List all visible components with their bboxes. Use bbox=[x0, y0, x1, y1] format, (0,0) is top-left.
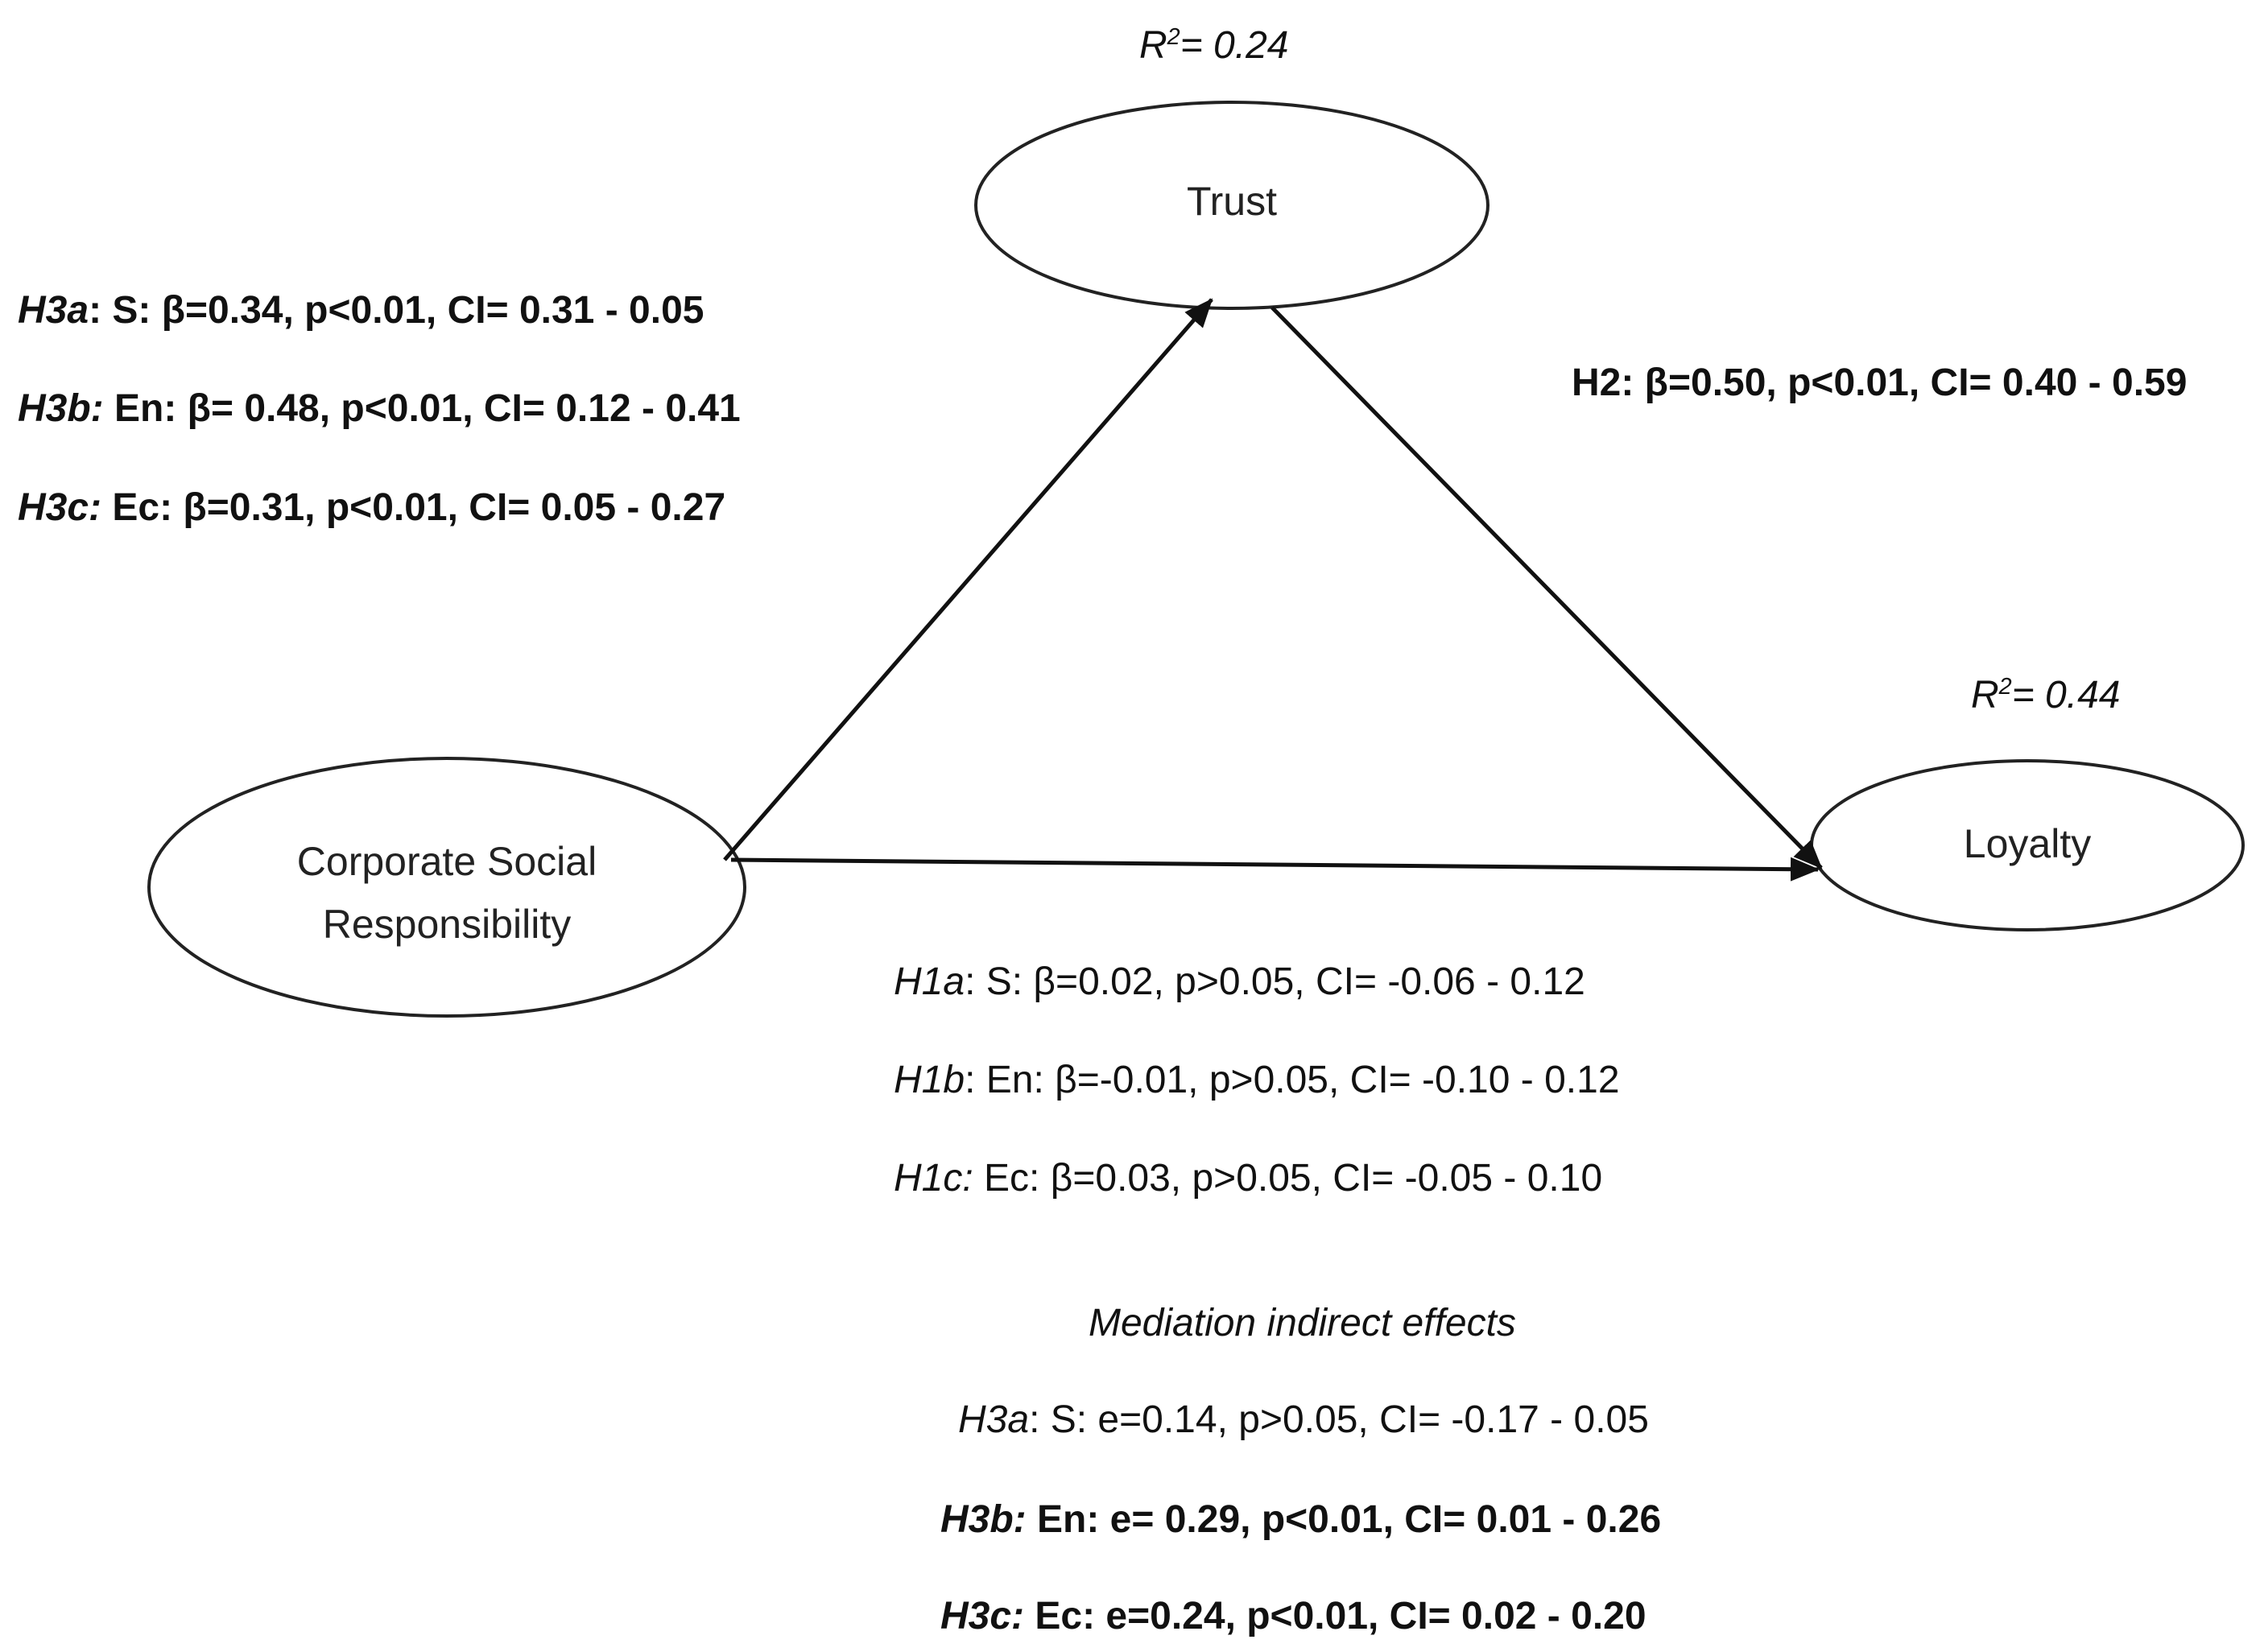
trust-label: Trust bbox=[1186, 179, 1278, 224]
h3a-indirect-label: H3a: S: e=0.14, p>0.05, CI= -0.17 - 0.05 bbox=[958, 1398, 1649, 1441]
csr-node bbox=[147, 757, 746, 1018]
h1a-label: H1a: S: β=0.02, p>0.05, CI= -0.06 - 0.12 bbox=[894, 960, 1585, 1003]
csr-label-line2: Responsibility bbox=[322, 901, 572, 947]
csr-label-line1: Corporate Social bbox=[296, 839, 597, 884]
csr-to-loyalty-arrow bbox=[730, 857, 1820, 882]
h1b-label: H1b: En: β=-0.01, p>0.05, CI= -0.10 - 0.… bbox=[894, 1059, 1620, 1101]
trust-to-loyalty-arrow bbox=[1270, 306, 1823, 869]
h3c-direct-label: H3c: Ec: β=0.31, p<0.01, CI= 0.05 - 0.27 bbox=[18, 486, 726, 529]
h2-label: H2: β=0.50, p<0.01, CI= 0.40 - 0.59 bbox=[1572, 361, 2188, 404]
h1c-label: H1c: Ec: β=0.03, p>0.05, CI= -0.05 - 0.1… bbox=[894, 1157, 1603, 1200]
loyalty-r-squared: R2= 0.44 bbox=[1971, 674, 2121, 717]
trust-node bbox=[974, 101, 1489, 310]
mediation-title: Mediation indirect effects bbox=[1089, 1302, 1516, 1344]
h3b-indirect-label: H3b: En: e= 0.29, p<0.01, CI= 0.01 - 0.2… bbox=[940, 1498, 1662, 1541]
trust-r-squared: R2= 0.24 bbox=[1139, 24, 1289, 67]
h3c-indirect-label: H3c: Ec: e=0.24, p<0.01, CI= 0.02 - 0.20 bbox=[940, 1595, 1646, 1638]
csr-label: Corporate Social Responsibility bbox=[205, 831, 688, 956]
h3b-direct-label: H3b: En: β= 0.48, p<0.01, CI= 0.12 - 0.4… bbox=[18, 387, 741, 430]
csr-to-trust-arrow bbox=[723, 298, 1213, 861]
loyalty-label: Loyalty bbox=[1963, 821, 2092, 866]
h3a-direct-label: H3a: S: β=0.34, p<0.01, CI= 0.31 - 0.05 bbox=[18, 289, 704, 332]
